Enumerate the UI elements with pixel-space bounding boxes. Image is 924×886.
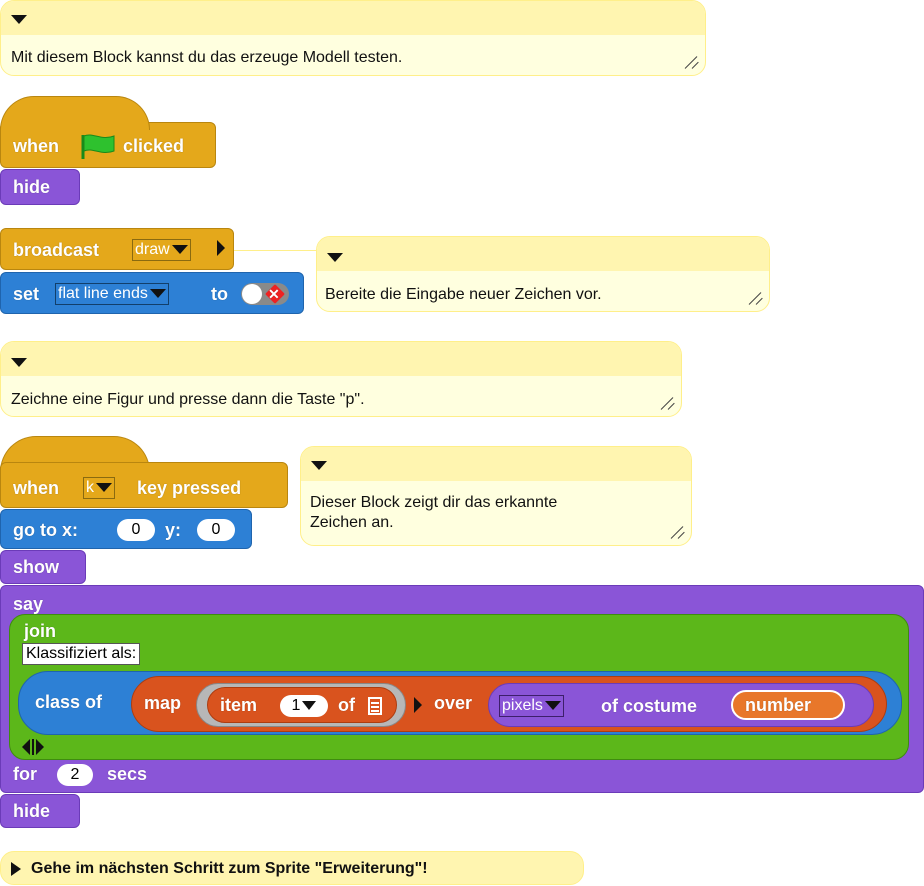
resize-handle-icon[interactable] [661,396,675,410]
comment-text-line2: Zeichen an. [310,514,394,531]
item-of-block[interactable]: item 1 of [207,687,397,723]
chevron-down-icon [96,483,112,493]
attribute-of-costume-block[interactable]: pixels of costume number [488,683,874,727]
say-for-secs-block[interactable]: say join Klassifiziert als: class of map… [0,585,924,793]
toggle-knob [242,284,262,304]
expand-arrow-icon[interactable] [414,697,422,713]
of-label: of [338,695,355,715]
class-of-block[interactable]: class of map item 1 of [18,671,902,735]
key-value: k [86,479,94,496]
resize-handle-icon[interactable] [671,525,685,539]
comment-title-bar[interactable] [317,237,769,271]
item-index-value: 1 [291,697,301,714]
hide-label: hide [13,177,51,197]
comment-prepare-input[interactable]: Bereite die Eingabe neuer Zeichen vor. [316,236,770,312]
secs-label: secs [107,764,148,784]
false-x-icon: ✕ [268,286,280,302]
list-icon [368,697,382,715]
expand-input-arrow-icon[interactable] [36,739,44,755]
costume-value: number [745,695,812,715]
ring-slot[interactable]: item 1 of [196,683,406,727]
expand-arrow-icon[interactable] [217,240,225,256]
secs-input[interactable]: 2 [57,764,93,786]
class-of-label: class of [35,692,103,712]
y-input[interactable]: 0 [197,519,235,541]
hat-top [0,96,150,130]
collapse-arrow-icon[interactable] [11,358,27,367]
comment-title-bar[interactable] [1,1,705,35]
chevron-down-icon [149,289,166,299]
collapse-arrow-icon[interactable] [11,15,27,24]
when-key-pressed-block[interactable]: when k key pressed [0,462,288,508]
x-input[interactable]: 0 [117,519,155,541]
attribute-value: pixels [502,697,543,714]
costume-reporter[interactable]: number [731,690,845,720]
clicked-label: clicked [123,136,185,156]
item-label: item [220,695,258,715]
show-block[interactable]: show [0,550,86,584]
resize-handle-icon[interactable] [685,55,699,69]
chevron-down-icon [171,245,188,255]
arrow-divider [32,739,34,755]
go-to-xy-block[interactable]: go to x: 0 y: 0 [0,509,252,549]
key-dropdown[interactable]: k [83,477,115,499]
setting-dropdown[interactable]: flat line ends [55,283,169,305]
broadcast-label: broadcast [13,240,100,260]
map-label: map [144,693,182,713]
item-index-input[interactable]: 1 [280,695,328,717]
attribute-dropdown[interactable]: pixels [499,695,564,717]
over-label: over [434,693,473,713]
collapse-arrow-icon[interactable] [327,253,343,262]
comment-draw-figure[interactable]: Zeichne eine Figur und presse dann die T… [0,341,682,417]
chevron-down-icon [302,701,317,711]
comment-next-step[interactable]: Gehe im nächsten Schritt zum Sprite "Erw… [0,851,584,885]
comment-model-test[interactable]: Mit diesem Block kannst du das erzeuge M… [0,0,706,76]
join-label: join [24,621,56,641]
comment-title-bar[interactable] [1,342,681,376]
y-label: y: [165,520,182,540]
comment-connector-line [234,250,316,251]
show-label: show [13,557,60,577]
map-block[interactable]: map item 1 of [131,676,887,732]
expand-arrow-icon[interactable] [11,862,21,876]
comment-show-result[interactable]: Dieser Block zeigt dir das erkannte Zeic… [300,446,692,546]
collapse-arrow-icon[interactable] [311,461,327,470]
comment-title-bar[interactable] [301,447,691,481]
broadcast-block[interactable]: broadcast draw [0,228,234,270]
set-flat-line-ends-block[interactable]: set flat line ends to ✕ [0,272,304,314]
collapse-input-arrow-icon[interactable] [22,739,30,755]
comment-text: Mit diesem Block kannst du das erzeuge M… [11,49,403,66]
hide-block-2[interactable]: hide [0,794,80,828]
comment-collapsed-text: Gehe im nächsten Schritt zum Sprite "Erw… [31,860,428,877]
comment-text-line1: Dieser Block zeigt dir das erkannte [310,494,558,511]
of-costume-label: of costume [601,696,698,716]
to-label: to [211,284,228,304]
green-flag-icon [81,134,115,159]
when-label: when [13,478,60,498]
when-label: when [13,136,60,156]
for-label: for [13,764,37,784]
hide-block[interactable]: hide [0,169,80,205]
message-dropdown[interactable]: draw [132,239,191,261]
comment-text: Bereite die Eingabe neuer Zeichen vor. [325,286,602,303]
join-text-input[interactable]: Klassifiziert als: [22,643,141,665]
join-block[interactable]: join Klassifiziert als: class of map ite… [9,614,909,760]
message-value: draw [135,241,170,258]
setting-value: flat line ends [58,285,148,302]
say-label: say [13,594,44,614]
comment-text: Zeichne eine Figur und presse dann die T… [11,391,365,408]
hide-label: hide [13,801,51,821]
boolean-toggle[interactable]: ✕ [241,283,289,305]
chevron-down-icon [544,701,561,711]
set-label: set [13,284,40,304]
resize-handle-icon[interactable] [749,291,763,305]
goto-label: go to x: [13,520,78,540]
key-pressed-label: key pressed [137,478,242,498]
